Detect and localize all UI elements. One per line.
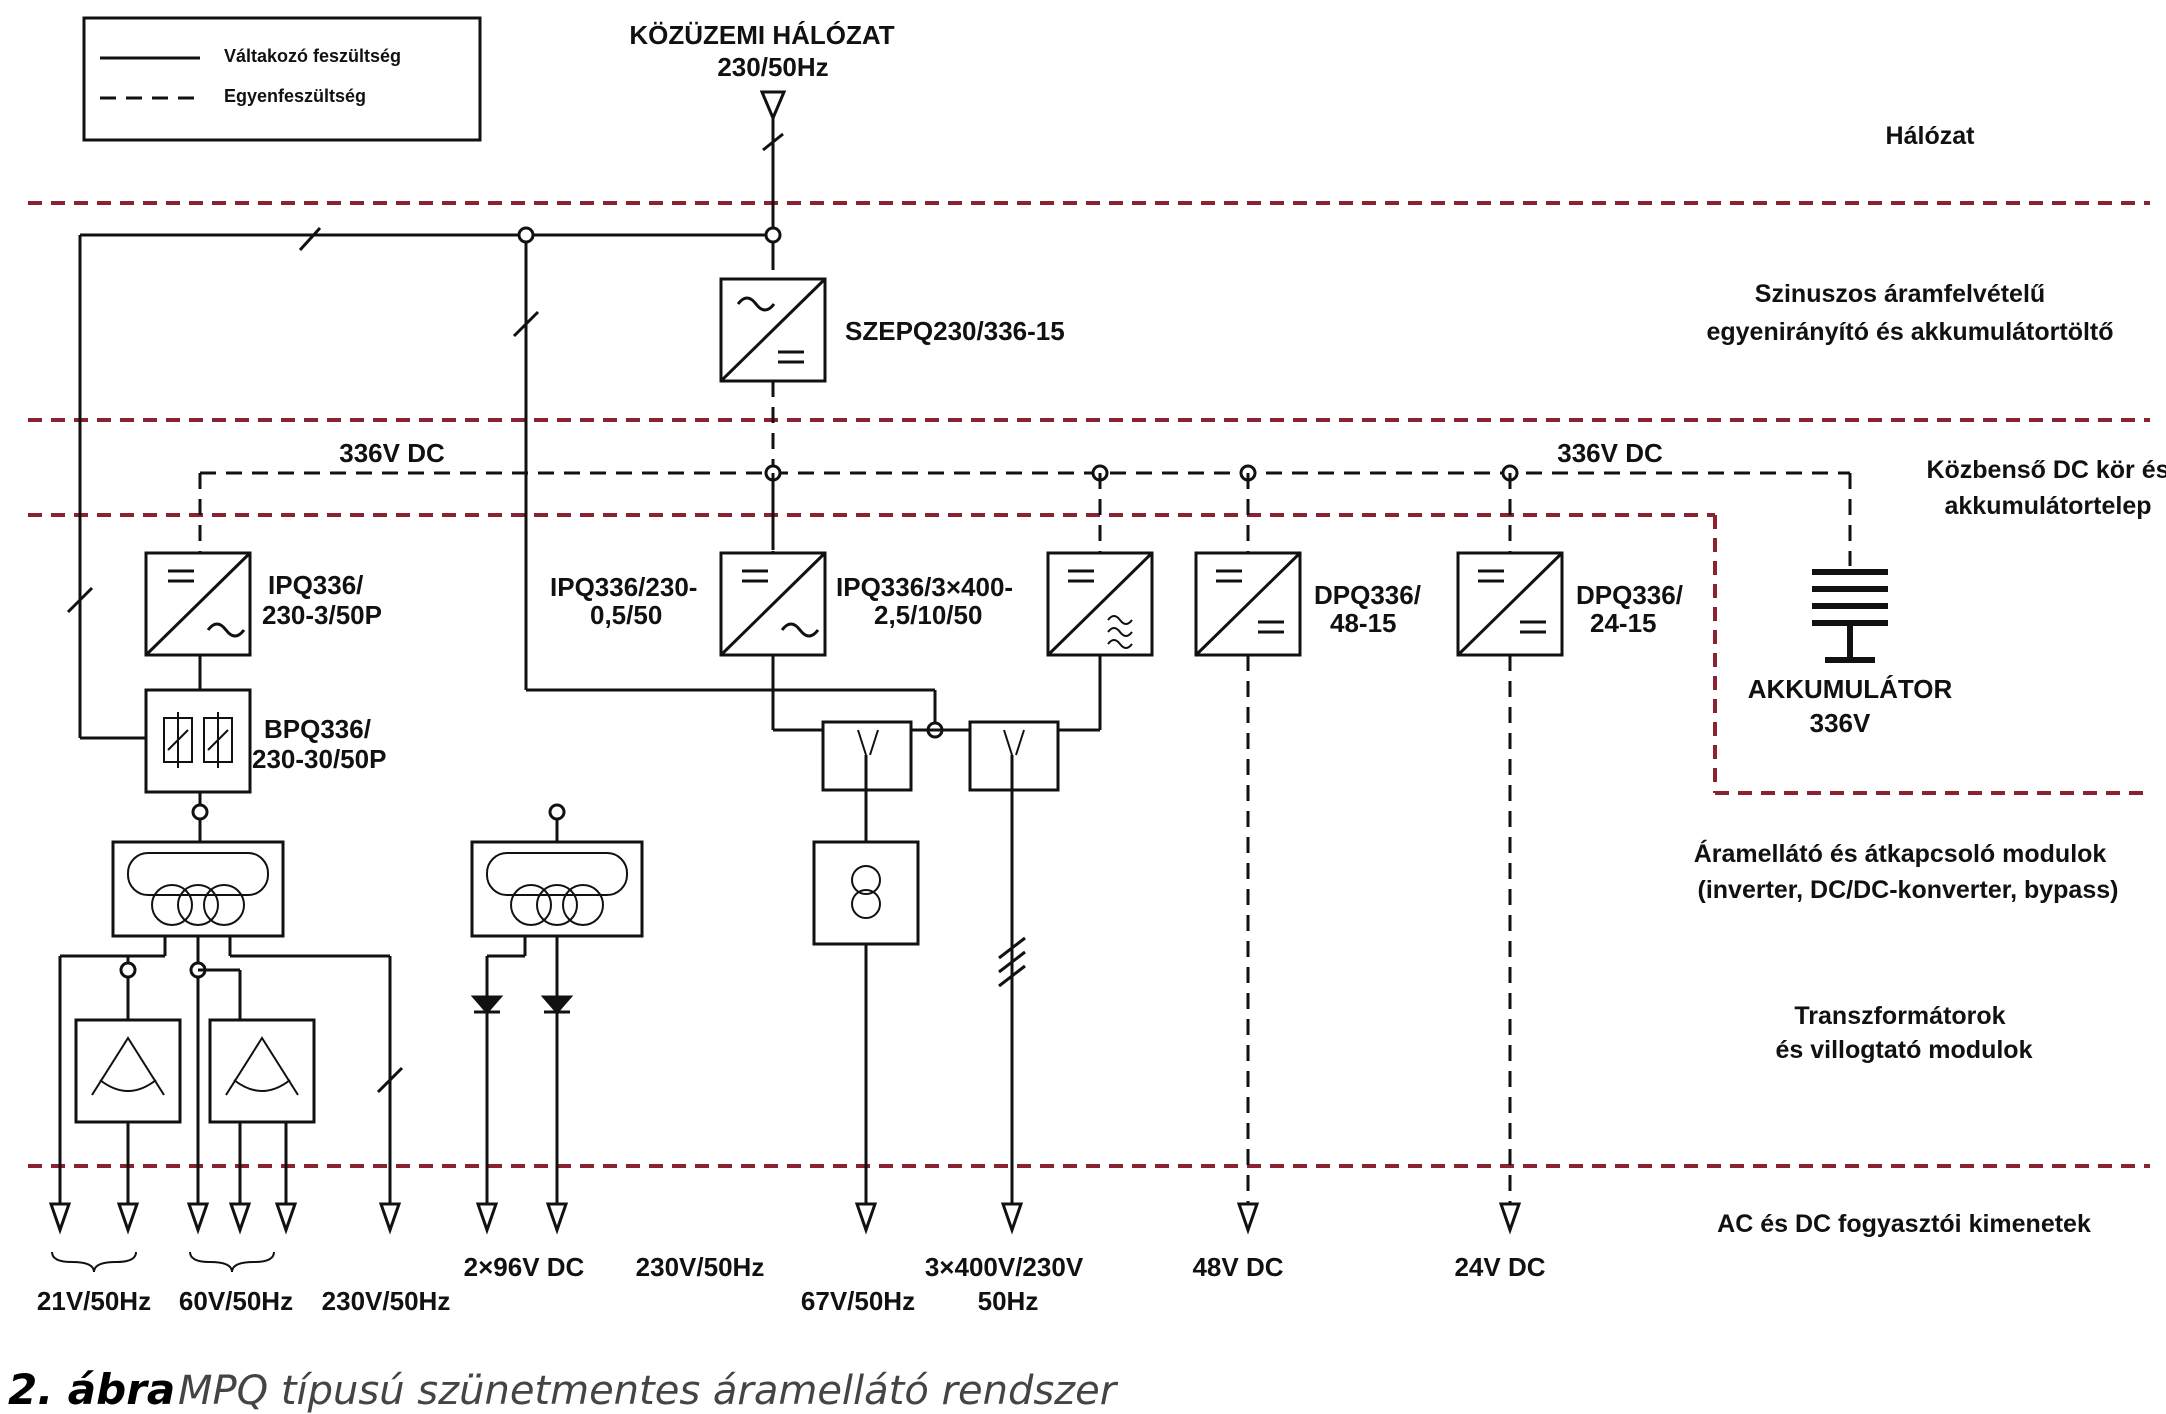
dpq48-label-2: 48-15 [1330,608,1397,638]
zone-out: AC és DC fogyasztói kimenetek [1717,1210,2091,1238]
zone-separators [28,201,2150,1168]
zone-dc-1: Közbenső DC kör és [1926,456,2166,484]
ipq-a-label-1: IPQ336/ [268,570,363,600]
utility-title: KÖZÜZEMI HÁLÓZAT [629,20,894,50]
zone-rect-2: egyenirányító és akkumulátortöltő [1706,318,2113,346]
utility-sub: 230/50Hz [717,52,828,82]
flasher-module-1 [74,1018,182,1124]
flasher-module-2 [208,1018,316,1124]
battery-icon [1812,569,1888,663]
bypass-switch-icon [163,712,233,768]
szepq-label: SZEPQ230/336-15 [845,316,1065,346]
ipq-a-label-2: 230-3/50P [262,600,382,630]
zone-tr-2: és villogtató modulok [1776,1036,2033,1064]
transformer-2 [470,840,644,938]
transfer-switch-2 [968,720,1060,792]
brace-60v [189,1251,275,1273]
transformer-1 [111,840,285,938]
out-60v: 60V/50Hz [179,1286,293,1316]
zone-mod-1: Áramellátó és átkapcsoló modulok [1694,839,2107,868]
akku-label-1: AKKUMULÁTOR [1748,674,1953,704]
zone-dc-2: akkumulátortelep [1944,492,2151,520]
out-67v: 67V/50Hz [801,1286,915,1316]
dpq24-label-2: 24-15 [1590,608,1657,638]
out-48v: 48V DC [1192,1252,1283,1282]
ipq-c-label-2: 2,5/10/50 [874,600,982,630]
out-24v: 24V DC [1454,1252,1545,1282]
out-96v: 2×96V DC [464,1252,585,1282]
out-230v-a: 230V/50Hz [322,1286,451,1316]
out-3x400-b: 50Hz [978,1286,1039,1316]
flasher-icon-2 [225,1036,299,1096]
input-arrow-icon [759,90,787,122]
out-3x400-a: 3×400V/230V [925,1252,1084,1282]
legend-ac-label: Váltakozó feszültség [224,46,401,66]
akku-label-2: 336V [1810,708,1871,738]
zone-rect-1: Szinuszos áramfelvételű [1755,280,2045,308]
bus-right-label: 336V DC [1557,438,1663,468]
bpq-label-1: BPQ336/ [264,714,371,744]
ipq-c-label-1: IPQ336/3×400- [836,572,1013,602]
diode-icon [470,995,504,1015]
dpq24-label-1: DPQ336/ [1576,580,1683,610]
three-phase-icon [1107,615,1133,649]
legend-box [82,16,482,142]
bpq-label-2: 230-30/50P [252,744,386,774]
zone-mod-2: (inverter, DC/DC-konverter, bypass) [1698,876,2119,904]
out-230v-b: 230V/50Hz [636,1252,765,1282]
zone-tr-1: Transzformátorok [1794,1002,2005,1030]
ipq-b-label-1: IPQ336/230- [550,572,697,602]
flasher-icon [91,1036,165,1096]
bpq-bypass [144,688,252,794]
bus-left-label: 336V DC [339,438,445,468]
legend-dc-label: Egyenfeszültség [224,86,366,106]
zone-halozat: Hálózat [1886,122,1976,150]
ipq-b-label-2: 0,5/50 [590,600,662,630]
dpq48-label-1: DPQ336/ [1314,580,1421,610]
ac-symbol-icon [736,296,776,312]
transformer-icon [127,852,269,926]
caption-text: MPQ típusú szünetmentes áramellátó rends… [178,1368,1119,1414]
output-arrows [48,1202,1522,1235]
out-21v: 21V/50Hz [37,1286,151,1316]
brace-21v [51,1251,137,1273]
caption-number: 2. ábra [8,1365,175,1414]
